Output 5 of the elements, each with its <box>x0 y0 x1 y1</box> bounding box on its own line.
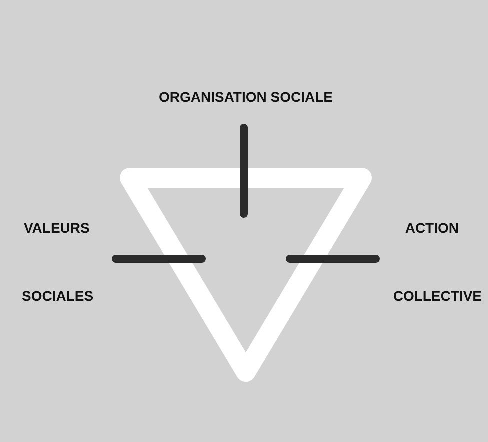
axis-label: VALEURS <box>24 220 90 236</box>
axis-label: ACTION <box>405 220 459 236</box>
axis-label: SOCIALES <box>22 288 94 304</box>
axis-label: COLLECTIVE <box>393 288 482 304</box>
axis-label: ORGANISATION SOCIALE <box>159 89 333 105</box>
